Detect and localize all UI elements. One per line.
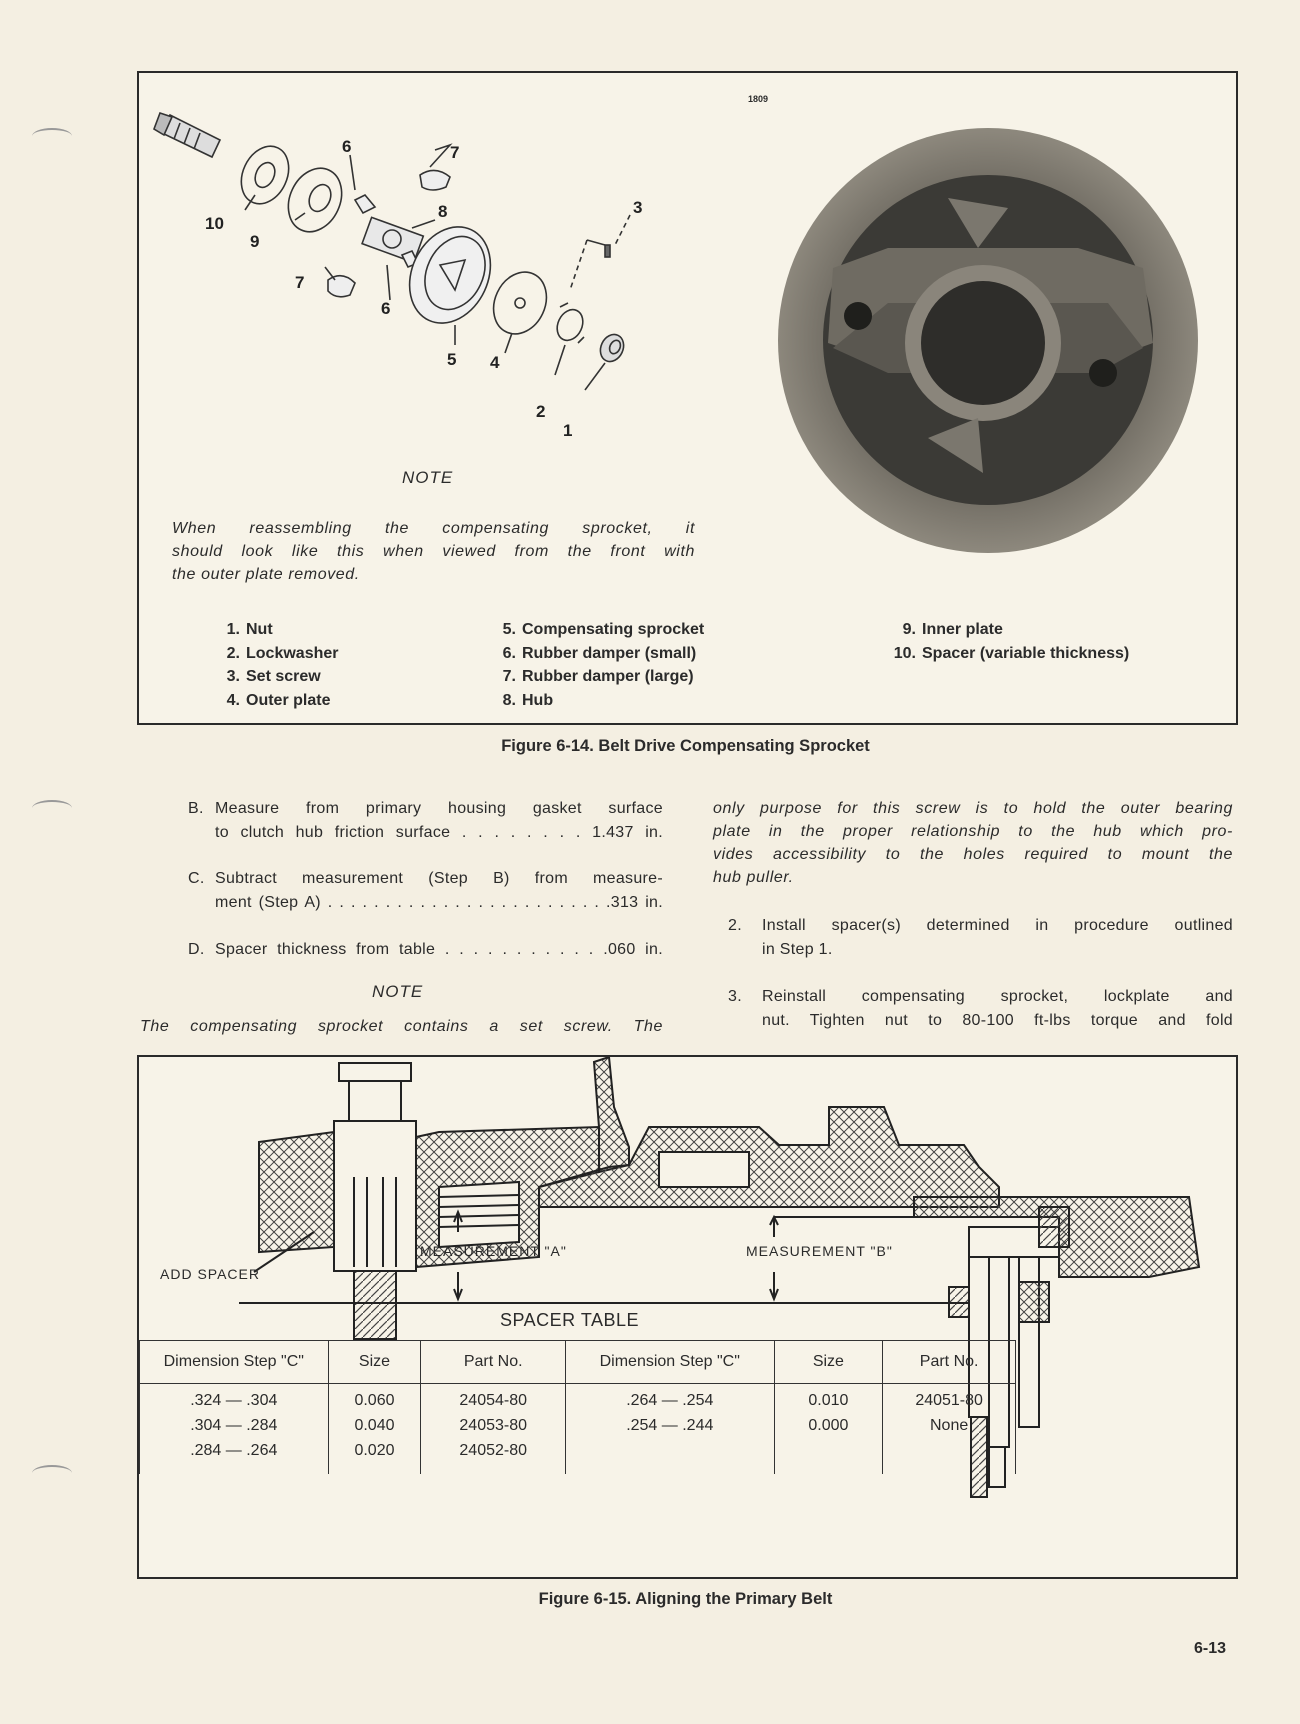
callout-8: 8 [438, 202, 447, 221]
figure-id: 1809 [748, 94, 769, 104]
legend-column-2: 5.Compensating sprocket 6.Rubber damper … [486, 618, 705, 712]
spacer-table-title: SPACER TABLE [500, 1310, 640, 1330]
legend-column-1: 1.Nut 2.Lockwasher 3.Set screw 4.Outer p… [210, 618, 339, 712]
column-header: Dimension Step "C" [139, 1340, 329, 1384]
column-header: Dimension Step "C" [565, 1340, 775, 1384]
callout-6b: 6 [381, 299, 390, 318]
callout-9: 9 [250, 232, 259, 251]
step-c: C. Subtract measurement (Step B) from me… [188, 870, 663, 911]
add-spacer-label: ADD SPACER [160, 1266, 260, 1282]
binder-mark [32, 800, 72, 816]
binder-mark [32, 128, 72, 144]
legend-item: 1.Nut [226, 621, 273, 638]
part-no-cell: 24051-80 None [882, 1383, 1016, 1474]
callout-2: 2 [536, 402, 545, 421]
note-continued-line: vides accessibility to the holes require… [713, 846, 1233, 863]
legend-item: 9.Inner plate [902, 621, 1003, 638]
note-title: NOTE [402, 468, 454, 487]
figure-6-14-caption: Figure 6-14. Belt Drive Compensating Spr… [501, 737, 870, 755]
binder-mark [32, 1465, 72, 1481]
table-row: .324 — .304 .304 — .284 .284 — .264 0.06… [139, 1383, 1016, 1474]
legend-item: 3.Set screw [226, 668, 321, 685]
callout-7a: 7 [450, 143, 459, 162]
page-number: 6-13 [1194, 1640, 1227, 1657]
column-header: Part No. [420, 1340, 567, 1384]
note-title-2: NOTE [372, 982, 424, 1001]
note-continued-line: only purpose for this screw is to hold t… [713, 800, 1233, 817]
legend-item: 4.Outer plate [226, 691, 331, 709]
sprocket-photo-detail [823, 175, 1153, 505]
column-header: Part No. [882, 1340, 1016, 1384]
legend-item: 10.Spacer (variable thickness) [893, 644, 1130, 662]
legend-column-3: 9.Inner plate 10.Spacer (variable thickn… [886, 618, 1129, 665]
step-3: 3. Reinstall compensating sprocket, lock… [728, 988, 1233, 1029]
measurement-b-label: MEASUREMENT "B" [746, 1243, 893, 1259]
step-b: B. Measure from primary housing gasket s… [188, 800, 663, 841]
step-2: 2. Install spacer(s) determined in proce… [728, 917, 1233, 958]
size-cell: 0.060 0.040 0.020 [327, 1383, 422, 1474]
callout-10: 10 [205, 214, 224, 233]
column-header: Size [773, 1340, 884, 1384]
note-line: should look like this when viewed from t… [172, 543, 695, 560]
figure-6-15-caption: Figure 6-15. Aligning the Primary Belt [538, 1590, 833, 1608]
note-line: the outer plate removed. [172, 566, 360, 583]
legend-item: 5.Compensating sprocket [502, 621, 705, 638]
step-d: D. Spacer thickness from table . . . . .… [188, 941, 663, 958]
callout-1: 1 [563, 421, 572, 440]
legend-item: 2.Lockwasher [226, 644, 339, 662]
column-header: Size [327, 1340, 422, 1384]
note-line: When reassembling the compensating sproc… [172, 520, 695, 537]
note-continued-line: plate in the proper relationship to the … [713, 823, 1233, 840]
dimension-cell: .324 — .304 .304 — .284 .284 — .264 [139, 1383, 329, 1474]
legend-item: 6.Rubber damper (small) [502, 644, 697, 662]
primary-belt-cross-section [239, 1057, 1201, 1498]
legend-item: 7.Rubber damper (large) [502, 668, 694, 685]
spacer-table: Dimension Step "C" Size Part No. Dimensi… [139, 1340, 1016, 1474]
table-header-row: Dimension Step "C" Size Part No. Dimensi… [139, 1340, 1016, 1384]
size-cell: 0.010 0.000 [773, 1383, 884, 1474]
callout-3: 3 [633, 198, 642, 217]
note-continued-line: hub puller. [713, 869, 794, 886]
callout-7b: 7 [295, 273, 304, 292]
note-line: The compensating sprocket contains a set… [140, 1018, 663, 1035]
exploded-view-illustration: 10 9 6 7 8 3 7 6 5 4 2 1 [153, 111, 642, 440]
callout-4: 4 [490, 353, 500, 372]
part-no-cell: 24054-80 24053-80 24052-80 [420, 1383, 567, 1474]
dimension-cell: .264 — .254 .254 — .244 [565, 1383, 775, 1474]
callout-6a: 6 [342, 137, 351, 156]
measurement-a-label: MEASUREMENT "A" [420, 1243, 567, 1259]
legend-item: 8.Hub [502, 691, 554, 709]
callout-5: 5 [447, 350, 456, 369]
